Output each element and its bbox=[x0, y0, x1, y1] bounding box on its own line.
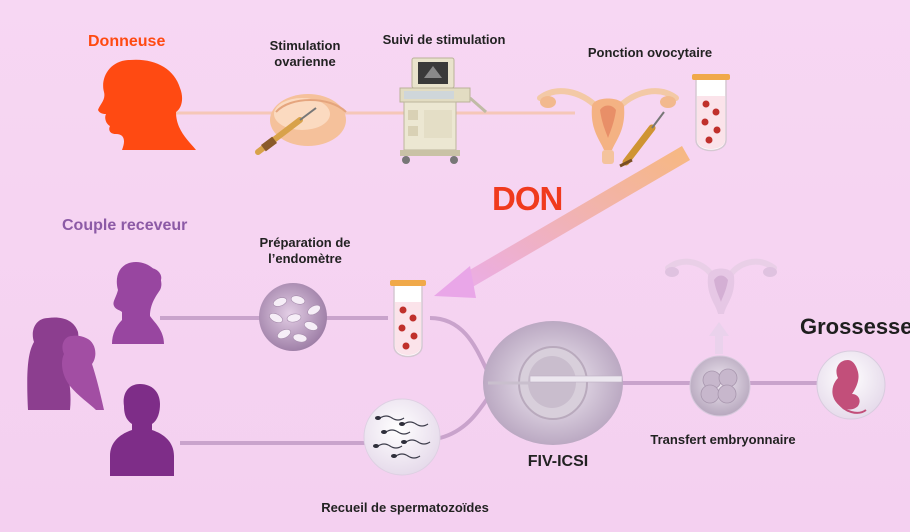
label-ponction-ovocytaire: Ponction ovocytaire bbox=[587, 45, 713, 60]
woman-silhouette-icon bbox=[112, 262, 164, 344]
label-suivi-stimulation: Suivi de stimulation bbox=[382, 32, 506, 47]
couple-embrace-icon bbox=[27, 317, 104, 410]
fetus-icon bbox=[816, 350, 886, 420]
sperm-icon bbox=[363, 398, 441, 476]
abdomen-injection-icon bbox=[255, 94, 347, 155]
icsi-microscope-icon bbox=[483, 321, 623, 445]
label-couple-receveur: Couple receveur bbox=[62, 217, 188, 234]
embryo-icon bbox=[689, 355, 751, 417]
uterus-icon bbox=[537, 88, 679, 164]
label-don: DON bbox=[492, 180, 563, 217]
man-silhouette-icon bbox=[110, 384, 174, 476]
label-fiv-icsi: FIV-ICSI bbox=[527, 453, 589, 470]
test-tube-icon bbox=[390, 280, 426, 358]
syringe-icon bbox=[619, 111, 665, 168]
label-donneuse: Donneuse bbox=[88, 33, 166, 50]
test-tube-icon bbox=[692, 74, 730, 152]
woman-profile-icon bbox=[98, 59, 196, 150]
uterus-icon bbox=[665, 258, 777, 314]
label-stimulation-ovarienne: Stimulation ovarienne bbox=[269, 38, 341, 70]
label-transfert-embryonnaire: Transfert embryonnaire bbox=[650, 432, 796, 447]
pills-icon bbox=[259, 283, 327, 351]
label-preparation-endometre: Préparation de l’endomètre bbox=[259, 235, 351, 267]
transfer-up-arrow-icon bbox=[709, 322, 729, 354]
don-arrow-icon bbox=[434, 146, 690, 298]
label-recueil-spermatozoides: Recueil de spermatozoïdes bbox=[321, 500, 489, 515]
label-grossesse: Grossesse bbox=[800, 314, 910, 339]
ultrasound-machine-icon bbox=[399, 57, 487, 164]
